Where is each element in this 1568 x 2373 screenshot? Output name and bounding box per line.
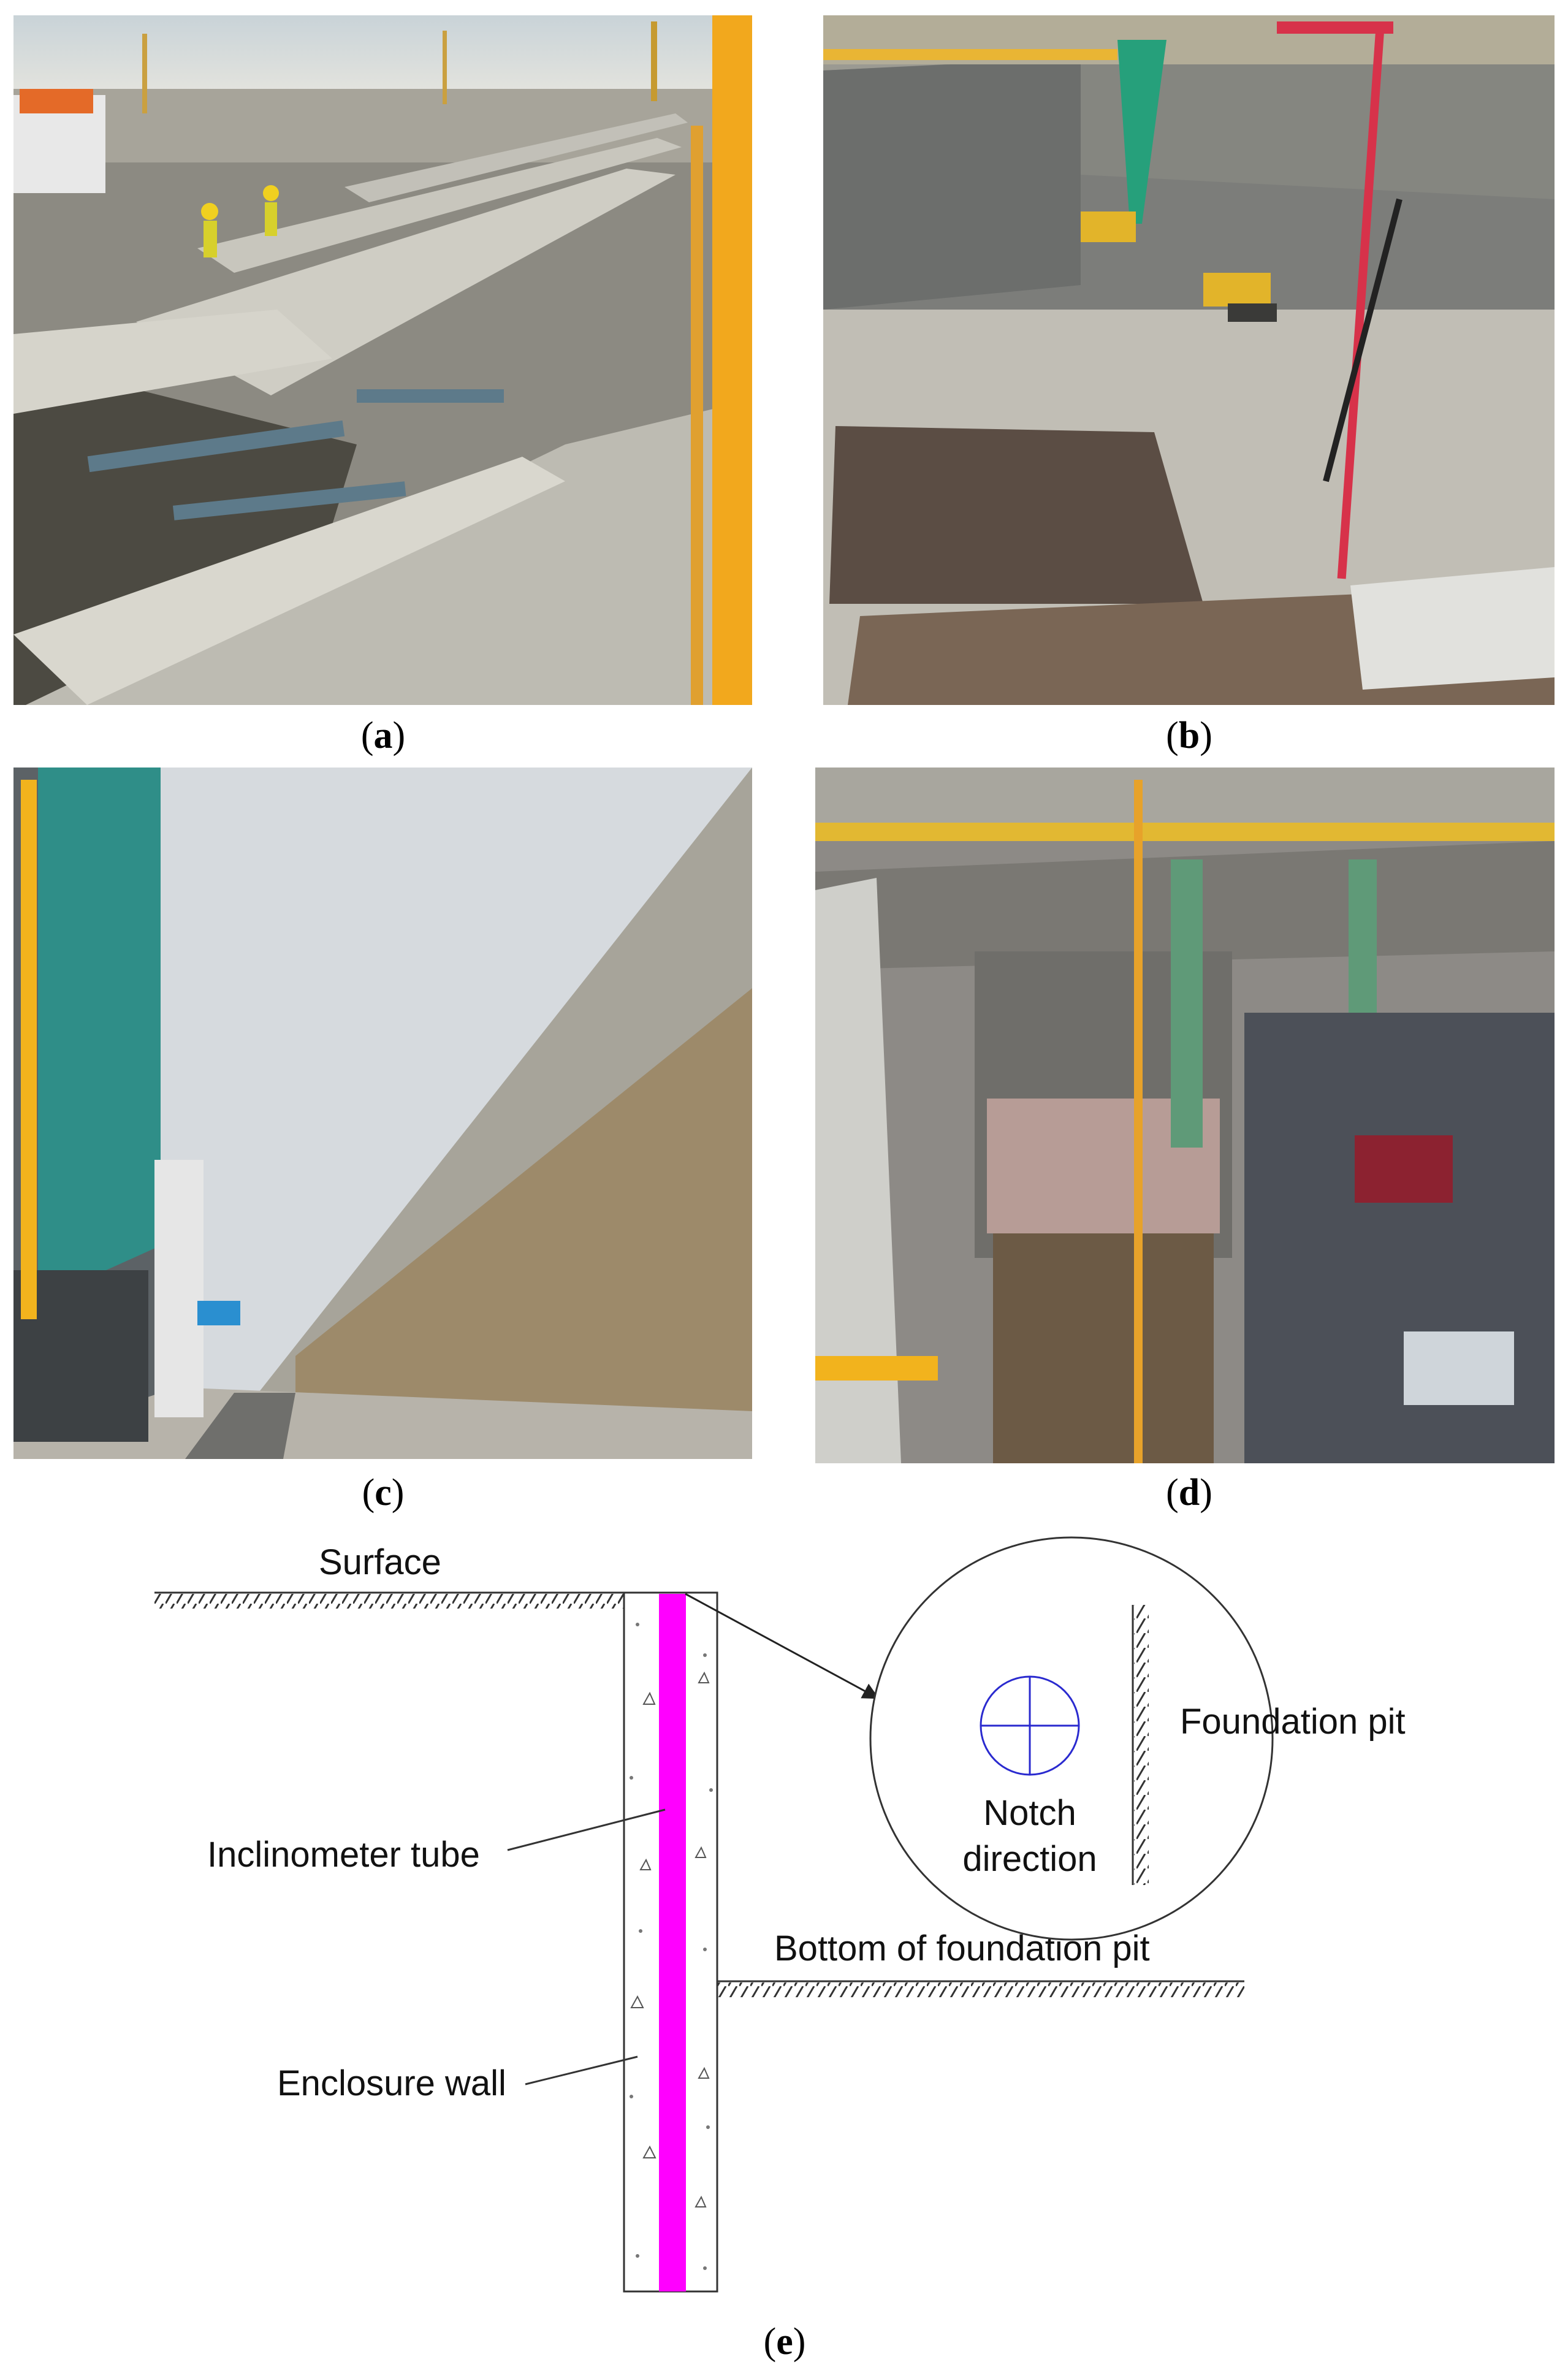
inclinometer-tube <box>659 1594 686 2291</box>
caption-e: (e) <box>763 2321 806 2363</box>
enclosure-wall-label: Enclosure wall <box>277 2063 506 2103</box>
foundation-pit-label: Foundation pit <box>1180 1702 1406 1742</box>
caption-a: (a) <box>360 715 406 756</box>
surface-ground-line <box>154 1591 624 1609</box>
photo-b-deep-pit-excavators <box>823 15 1555 705</box>
inclinometer-tube-label: Inclinometer tube <box>207 1835 480 1875</box>
caption-d: (d) <box>1166 1472 1212 1514</box>
notch-label-line1: Notch <box>983 1793 1076 1833</box>
detail-pit-wall <box>1132 1605 1149 1885</box>
detail-arrow <box>685 1593 880 1699</box>
surface-label: Surface <box>319 1542 441 1582</box>
enclosure-leader <box>525 2055 638 2085</box>
caption-c: (c) <box>362 1472 405 1514</box>
detail-circle <box>869 1536 1274 1941</box>
notch-label-line2: direction <box>962 1839 1097 1879</box>
caption-b: (b) <box>1166 715 1212 756</box>
photo-a-excavation-struts <box>13 15 752 705</box>
photo-d-pit-steel-structures <box>815 768 1555 1463</box>
photo-c-enclosure-wall <box>13 768 752 1459</box>
notch-direction-icon <box>980 1675 1080 1776</box>
pit-bottom-line <box>717 1980 1244 1997</box>
inclinometer-schematic: Surface Bottom of foundation pit Inc <box>154 1536 1406 2293</box>
inclinometer-leader <box>507 1808 666 1851</box>
